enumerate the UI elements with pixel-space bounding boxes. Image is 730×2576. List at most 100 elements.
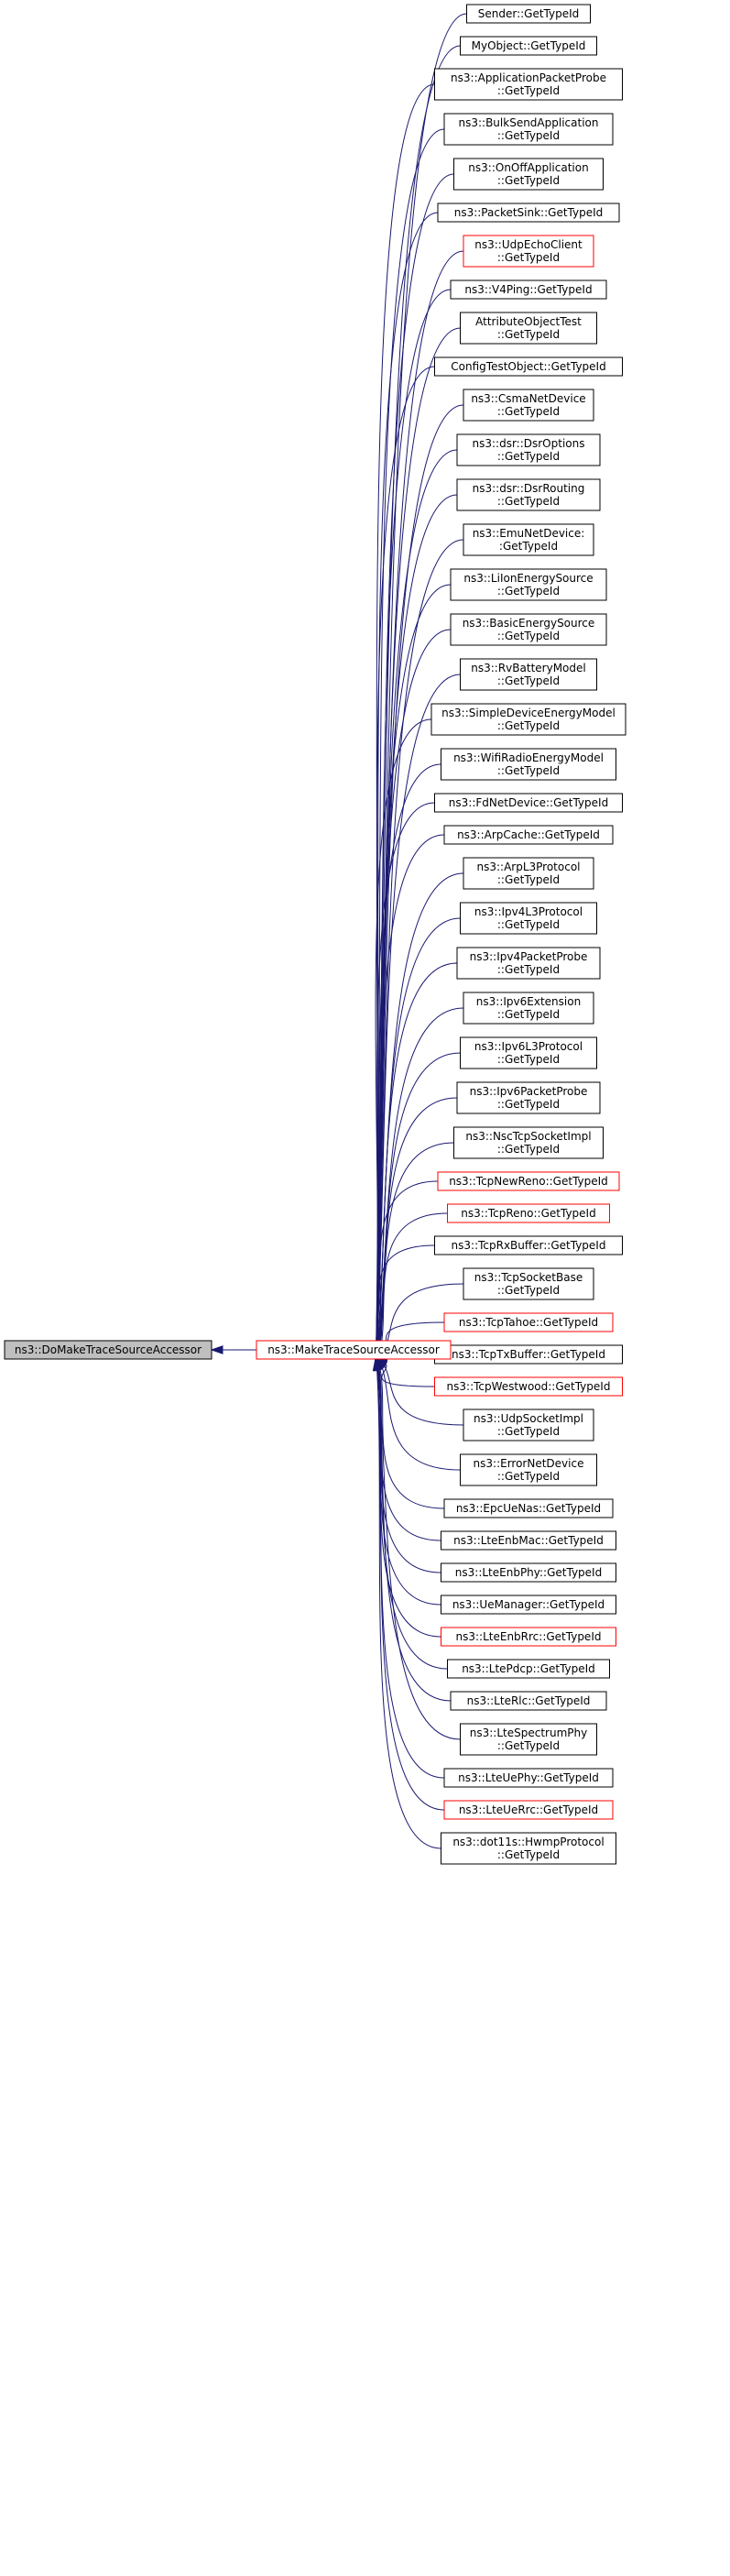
caller-node-22-label-line-1: ns3::ArpL3Protocol xyxy=(476,860,580,873)
caller-node-32[interactable]: ns3::TcpSocketBase::GetTypeId xyxy=(463,1267,594,1300)
caller-node-18[interactable]: ns3::SimpleDeviceEnergyModel::GetTypeId xyxy=(430,703,626,736)
caller-node-47[interactable]: ns3::LteUeRrc::GetTypeId xyxy=(443,1800,614,1820)
caller-node-38[interactable]: ns3::EpcUeNas::GetTypeId xyxy=(443,1498,614,1518)
caller-node-33[interactable]: ns3::TcpTahoe::GetTypeId xyxy=(443,1312,614,1332)
caller-node-30[interactable]: ns3::TcpReno::GetTypeId xyxy=(447,1203,610,1223)
caller-node-11-label-line-2: ::GetTypeId xyxy=(497,405,560,418)
edge-hub-to-root-arrowhead xyxy=(210,1345,223,1354)
caller-node-19-box xyxy=(441,748,616,781)
caller-node-45[interactable]: ns3::LteSpectrumPhy::GetTypeId xyxy=(460,1723,597,1756)
edge-caller-37-to-hub xyxy=(381,1367,461,1471)
caller-node-34[interactable]: ns3::TcpTxBuffer::GetTypeId xyxy=(434,1344,623,1365)
hub-node-box xyxy=(256,1340,452,1360)
caller-node-7[interactable]: ns3::UdpEchoClient::GetTypeId xyxy=(463,235,594,268)
hub-node[interactable]: ns3::MakeTraceSourceAccessor xyxy=(256,1340,452,1360)
caller-node-33-label-line-1: ns3::TcpTahoe::GetTypeId xyxy=(459,1316,598,1329)
caller-node-10-box xyxy=(434,356,623,377)
caller-node-32-label-line-1: ns3::TcpSocketBase xyxy=(474,1271,583,1284)
caller-node-14[interactable]: ns3::EmuNetDevice::GetTypeId xyxy=(463,523,594,556)
caller-node-26-label-line-1: ns3::Ipv6L3Protocol xyxy=(474,1040,583,1053)
caller-node-14-box xyxy=(463,523,594,556)
caller-node-8-label-line-1: ns3::V4Ping::GetTypeId xyxy=(464,283,592,296)
caller-node-44-label-line-1: ns3::LteRlc::GetTypeId xyxy=(467,1694,591,1707)
caller-node-1-label-line-1: Sender::GetTypeId xyxy=(478,7,580,20)
caller-node-26[interactable]: ns3::Ipv6L3Protocol::GetTypeId xyxy=(460,1036,597,1069)
caller-node-46[interactable]: ns3::LteUePhy::GetTypeId xyxy=(443,1768,614,1788)
caller-node-4[interactable]: ns3::BulkSendApplication::GetTypeId xyxy=(443,113,614,146)
caller-node-23[interactable]: ns3::Ipv4L3Protocol::GetTypeId xyxy=(460,902,597,935)
caller-node-1[interactable]: Sender::GetTypeId xyxy=(466,4,591,24)
caller-node-37[interactable]: ns3::ErrorNetDevice::GetTypeId xyxy=(460,1453,597,1486)
edge-caller-24-to-hub xyxy=(376,962,458,1349)
caller-node-22[interactable]: ns3::ArpL3Protocol::GetTypeId xyxy=(463,857,594,890)
caller-node-46-box xyxy=(443,1768,614,1788)
caller-node-5-box xyxy=(453,158,604,191)
caller-node-13-label-line-1: ns3::dsr::DsrRouting xyxy=(473,482,585,495)
caller-node-9[interactable]: AttributeObjectTest::GetTypeId xyxy=(460,312,597,345)
caller-node-10[interactable]: ConfigTestObject::GetTypeId xyxy=(434,356,623,377)
caller-node-19[interactable]: ns3::WifiRadioEnergyModel::GetTypeId xyxy=(441,748,616,781)
caller-node-25-label-line-2: ::GetTypeId xyxy=(497,1008,560,1021)
caller-node-21-label-line-1: ns3::ArpCache::GetTypeId xyxy=(457,828,600,841)
caller-node-44[interactable]: ns3::LteRlc::GetTypeId xyxy=(450,1691,607,1711)
edge-caller-28-to-hub xyxy=(378,1142,454,1349)
caller-node-41[interactable]: ns3::UeManager::GetTypeId xyxy=(441,1595,616,1615)
caller-node-17[interactable]: ns3::RvBatteryModel::GetTypeId xyxy=(460,658,597,691)
caller-node-48-box xyxy=(441,1832,616,1865)
root-node[interactable]: ns3::DoMakeTraceSourceAccessor xyxy=(4,1340,212,1360)
caller-node-35[interactable]: ns3::TcpWestwood::GetTypeId xyxy=(434,1376,623,1397)
caller-node-20-label-line-1: ns3::FdNetDevice::GetTypeId xyxy=(449,796,608,809)
caller-node-6[interactable]: ns3::PacketSink::GetTypeId xyxy=(437,203,620,223)
caller-node-43-box xyxy=(447,1659,610,1679)
caller-node-28-label-line-2: ::GetTypeId xyxy=(497,1143,560,1156)
caller-node-27[interactable]: ns3::Ipv6PacketProbe::GetTypeId xyxy=(456,1081,601,1114)
caller-node-12[interactable]: ns3::dsr::DsrOptions::GetTypeId xyxy=(456,433,601,466)
caller-node-42-box xyxy=(441,1627,616,1647)
caller-node-40-label-line-1: ns3::LteEnbPhy::GetTypeId xyxy=(455,1566,602,1579)
caller-node-11[interactable]: ns3::CsmaNetDevice::GetTypeId xyxy=(463,389,594,422)
caller-node-43[interactable]: ns3::LtePdcp::GetTypeId xyxy=(447,1659,610,1679)
caller-node-15-label-line-1: ns3::LiIonEnergySource xyxy=(463,572,593,585)
caller-node-5-label-line-1: ns3::OnOffApplication xyxy=(468,161,588,174)
caller-node-25-label-line-1: ns3::Ipv6Extension xyxy=(476,995,581,1008)
caller-node-36-box xyxy=(463,1409,594,1441)
hub-node-label-line-1: ns3::MakeTraceSourceAccessor xyxy=(267,1343,440,1356)
caller-node-19-label-line-1: ns3::WifiRadioEnergyModel xyxy=(453,751,604,764)
caller-node-35-label-line-1: ns3::TcpWestwood::GetTypeId xyxy=(447,1380,611,1393)
caller-node-13-box xyxy=(456,478,601,511)
caller-node-20[interactable]: ns3::FdNetDevice::GetTypeId xyxy=(434,793,623,813)
caller-node-15[interactable]: ns3::LiIonEnergySource::GetTypeId xyxy=(450,568,607,601)
caller-node-5[interactable]: ns3::OnOffApplication::GetTypeId xyxy=(453,158,604,191)
caller-node-25[interactable]: ns3::Ipv6Extension::GetTypeId xyxy=(463,992,594,1025)
caller-node-21-box xyxy=(443,825,614,845)
caller-node-24[interactable]: ns3::Ipv4PacketProbe::GetTypeId xyxy=(456,947,601,980)
caller-node-37-label-line-1: ns3::ErrorNetDevice xyxy=(474,1457,584,1470)
caller-node-9-label-line-2: ::GetTypeId xyxy=(497,328,560,341)
caller-node-29[interactable]: ns3::TcpNewReno::GetTypeId xyxy=(437,1171,620,1191)
caller-node-12-label-line-2: ::GetTypeId xyxy=(497,450,560,463)
caller-node-28[interactable]: ns3::NscTcpSocketImpl::GetTypeId xyxy=(453,1126,604,1159)
caller-node-40-box xyxy=(441,1562,616,1583)
edge-caller-44-to-hub xyxy=(377,1369,452,1702)
caller-node-36[interactable]: ns3::UdpSocketImpl::GetTypeId xyxy=(463,1409,594,1441)
caller-node-21[interactable]: ns3::ArpCache::GetTypeId xyxy=(443,825,614,845)
caller-node-29-box xyxy=(437,1171,620,1191)
caller-node-3-box xyxy=(434,68,623,101)
caller-node-16[interactable]: ns3::BasicEnergySource::GetTypeId xyxy=(450,613,607,646)
caller-node-2[interactable]: MyObject::GetTypeId xyxy=(460,36,597,56)
caller-node-40[interactable]: ns3::LteEnbPhy::GetTypeId xyxy=(441,1562,616,1583)
caller-node-36-label-line-1: ns3::UdpSocketImpl xyxy=(474,1412,583,1425)
caller-node-39[interactable]: ns3::LteEnbMac::GetTypeId xyxy=(441,1530,616,1551)
caller-node-13[interactable]: ns3::dsr::DsrRouting::GetTypeId xyxy=(456,478,601,511)
caller-node-41-box xyxy=(441,1595,616,1615)
caller-node-11-label-line-1: ns3::CsmaNetDevice xyxy=(471,392,585,405)
caller-node-32-label-line-2: ::GetTypeId xyxy=(497,1284,560,1297)
caller-node-42[interactable]: ns3::LteEnbRrc::GetTypeId xyxy=(441,1627,616,1647)
caller-node-41-label-line-1: ns3::UeManager::GetTypeId xyxy=(452,1598,605,1611)
graph-edges xyxy=(210,13,467,1849)
caller-node-31[interactable]: ns3::TcpRxBuffer::GetTypeId xyxy=(434,1235,623,1255)
caller-node-48[interactable]: ns3::dot11s::HwmpProtocol::GetTypeId xyxy=(441,1832,616,1865)
caller-node-8[interactable]: ns3::V4Ping::GetTypeId xyxy=(450,280,607,300)
caller-node-30-label-line-1: ns3::TcpReno::GetTypeId xyxy=(461,1207,595,1220)
caller-node-3[interactable]: ns3::ApplicationPacketProbe::GetTypeId xyxy=(434,68,623,101)
